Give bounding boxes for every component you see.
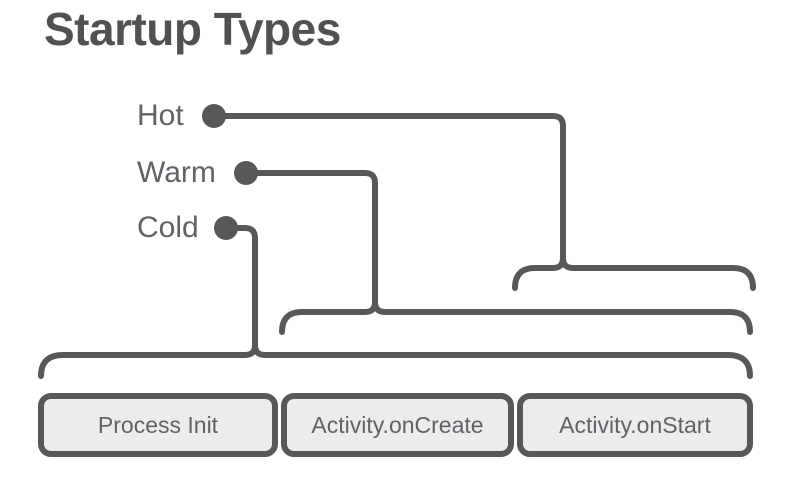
- phase-label-activity-onstart: Activity.onStart: [559, 411, 711, 438]
- hot-brace: [512, 255, 756, 291]
- label-cold: Cold: [137, 211, 199, 244]
- warm-brace: [279, 299, 753, 335]
- hot-connector-line: [211, 113, 566, 261]
- phase-box-activity-oncreate: Activity.onCreate: [281, 393, 514, 457]
- label-warm: Warm: [137, 156, 216, 189]
- cold-brace: [38, 342, 753, 379]
- phase-label-process-init: Process Init: [97, 411, 219, 438]
- phase-box-activity-onstart: Activity.onStart: [517, 393, 753, 457]
- cold-connector-line: [223, 225, 258, 348]
- phase-box-process-init: Process Init: [38, 393, 278, 457]
- phase-label-activity-oncreate: Activity.onCreate: [311, 411, 484, 438]
- page-title: Startup Types: [44, 3, 341, 55]
- label-hot: Hot: [137, 99, 184, 132]
- warm-connector-line: [243, 170, 378, 305]
